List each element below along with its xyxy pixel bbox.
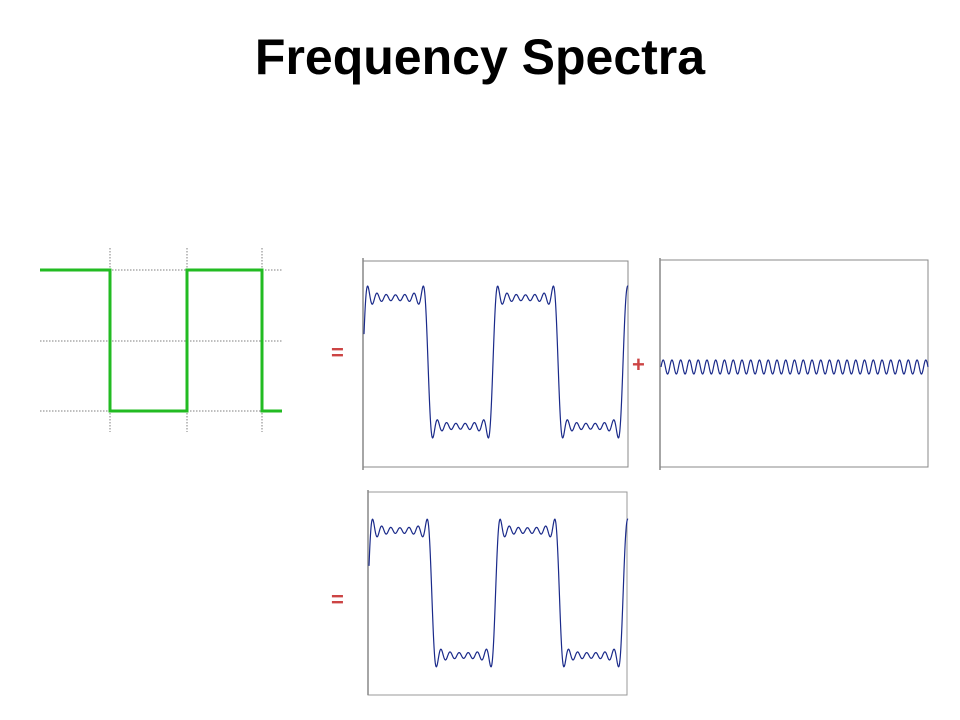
panel-frame-bottom	[367, 491, 628, 696]
approximation-wave-bottom	[368, 518, 629, 668]
approximation-wave-top	[363, 285, 629, 439]
harmonic-panel	[659, 258, 929, 470]
equals-sign-top: =	[331, 340, 344, 365]
approximation-panel-bottom	[367, 490, 629, 696]
harmonic-wave	[660, 359, 929, 375]
square-wave-panel	[40, 248, 282, 432]
plus-sign: +	[632, 352, 645, 377]
equals-sign-bottom: =	[331, 587, 344, 612]
slide-title: Frequency Spectra	[254, 29, 706, 85]
approximation-panel-top	[362, 258, 629, 470]
square-wave-grid	[40, 248, 282, 432]
square-wave	[40, 268, 282, 413]
panel-frame-top	[362, 260, 629, 468]
